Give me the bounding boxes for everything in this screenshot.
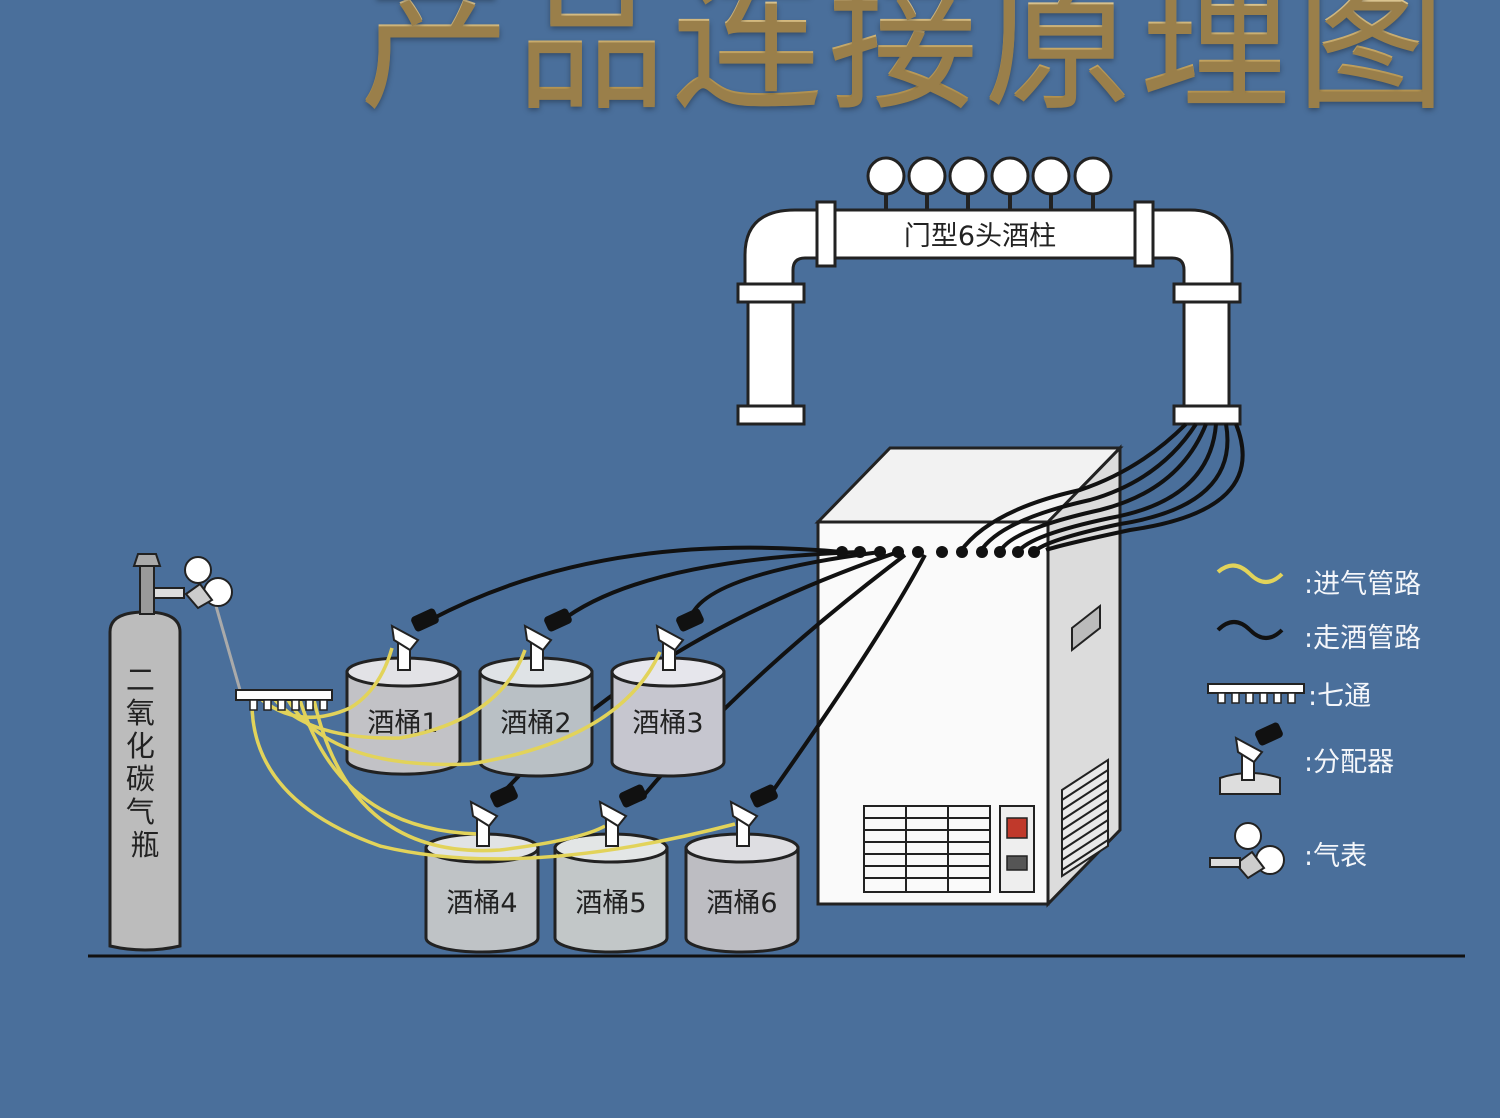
faucet-knob (1031, 156, 1071, 196)
seven-way-manifold (235, 689, 333, 711)
gantry-label: 门型6头酒柱 (904, 221, 1056, 252)
cylinder-label-char: 氧 (126, 696, 155, 730)
keg-label: 酒桶4 (446, 888, 517, 919)
keg-couplers (390, 608, 778, 847)
cylinder-label: 二 氧 化 碳 气 瓶 (126, 663, 164, 862)
cylinder-label-char: 碳 (126, 762, 155, 796)
keg-5: 酒桶5 (553, 832, 669, 954)
keg-coupler-4 (469, 784, 518, 847)
keg-label: 酒桶2 (500, 708, 571, 739)
keg-6: 酒桶6 (684, 832, 800, 954)
control-panel (999, 805, 1035, 893)
keg-4: 酒桶4 (424, 832, 540, 954)
cylinder-label-char: 气 (126, 795, 155, 829)
faucet-knob (907, 156, 947, 196)
keg-label: 酒桶1 (367, 708, 438, 739)
faucet-knobs (866, 156, 1113, 212)
keg-coupler-5 (598, 784, 647, 847)
faucet-knob (1073, 156, 1113, 196)
keg-coupler-icon (1219, 722, 1283, 795)
gantry-tower: 门型6头酒柱 (736, 156, 1242, 426)
legend-gas-line-label: :进气管路 (1304, 569, 1422, 600)
cylinder-label-char: 瓶 (130, 828, 159, 862)
cylinder-label-char: 化 (126, 729, 155, 763)
keg-3: 酒桶3 (610, 656, 726, 778)
keg-label: 酒桶6 (706, 888, 777, 919)
legend-manifold-label: :七通 (1308, 681, 1372, 712)
pressure-gauge-icon (184, 556, 233, 610)
cylinder-label-char: 二 (126, 663, 155, 697)
keg-coupler-3 (655, 608, 704, 671)
keg-coupler-6 (729, 784, 778, 847)
page-title: 产品连接原理图 (360, 0, 1480, 128)
co2-cylinder: 二 氧 化 碳 气 瓶 (108, 553, 233, 952)
faucet-knob (990, 156, 1030, 196)
legend-coupler-label: :分配器 (1304, 747, 1395, 778)
side-vent-grille (1061, 758, 1109, 878)
side-handle (1071, 603, 1101, 653)
front-vent-grille (863, 805, 991, 893)
keg-coupler-2 (523, 608, 572, 671)
legend-beer-line-label: :走酒管路 (1304, 623, 1422, 654)
faucet-knob (948, 156, 988, 196)
gas-lines (210, 591, 736, 861)
keg-coupler-1 (390, 608, 439, 671)
gas-line-icon (1216, 563, 1284, 584)
faucet-knob (866, 156, 906, 196)
legend (1207, 563, 1305, 880)
seven-way-manifold-icon (1207, 683, 1305, 704)
legend-gauge-label: :气表 (1304, 841, 1368, 872)
keg-1: 酒桶1 (345, 656, 462, 776)
keg-label: 酒桶3 (632, 708, 703, 739)
pressure-gauge-legend-icon (1209, 822, 1285, 880)
keg-label: 酒桶5 (575, 888, 646, 919)
beer-line-icon (1216, 620, 1284, 640)
beer-cooler (814, 444, 1124, 908)
